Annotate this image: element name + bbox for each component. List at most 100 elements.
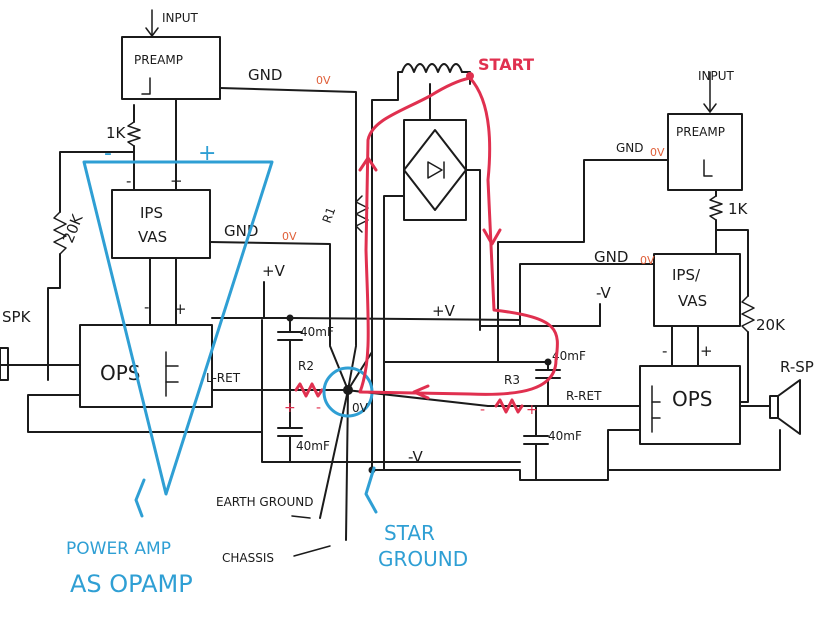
- right-ops-plus: +: [700, 342, 713, 360]
- right-preamp-label: PREAMP: [676, 125, 725, 139]
- start-label: START: [478, 55, 534, 74]
- bridge-plus-out: [465, 169, 481, 331]
- left-1k-label: 1K: [106, 124, 127, 142]
- left-speaker-label: SPK: [2, 308, 32, 326]
- transformer-secondary-left: [371, 71, 403, 471]
- right-1k-resistor: [709, 195, 723, 221]
- minus-v-rail-left: [261, 319, 521, 463]
- left-preamp-gnd-wire: [219, 87, 357, 346]
- left-feedback-wire-bottom: [47, 253, 61, 381]
- right-preamp-box: [667, 113, 743, 191]
- chassis-pointer: [293, 545, 331, 557]
- gnd-right-mid-label: GND: [594, 248, 628, 266]
- r3-minus: -: [480, 402, 485, 418]
- r3-resistor: [494, 398, 524, 414]
- left-feedback-wire-top: [59, 151, 135, 213]
- left-preamp-label: PREAMP: [134, 53, 183, 67]
- power-supply-core: START R1 +V -V: [320, 55, 609, 481]
- chassis-label: CHASSIS: [222, 551, 274, 565]
- minus-v-right-label: -V: [596, 284, 612, 302]
- plus-v-rail-left: [211, 317, 521, 321]
- r2-label: R2: [298, 359, 314, 373]
- left-supply: +V 40mF 40mF R2 + -: [211, 262, 521, 463]
- current-loop-path: [358, 76, 559, 396]
- left-bottom-loop-wire: [27, 394, 263, 433]
- left-ops-minus: -: [144, 298, 149, 316]
- bridge-minus-out: [383, 195, 405, 471]
- left-preamp-box: [121, 36, 221, 100]
- opamp-plus-sign: +: [198, 141, 216, 166]
- opamp-triangle-annotation: [82, 160, 274, 496]
- ov-mid-left-label: 0V: [282, 230, 297, 243]
- left-input-label: INPUT: [162, 11, 199, 25]
- r2-minus: -: [316, 400, 321, 416]
- right-ops-minus: -: [662, 342, 667, 360]
- left-1k-resistor: [127, 121, 141, 147]
- right-20k-label: 20K: [756, 316, 786, 334]
- star-ground-pointer: [364, 466, 378, 514]
- left-speaker: [0, 347, 9, 381]
- right-input-arrowhead: [703, 103, 717, 113]
- chassis-wire: [345, 389, 349, 541]
- right-speaker-label: R-SP: [780, 358, 814, 376]
- bridge-diode-symbol: [427, 161, 443, 179]
- l-ret-label: L-RET: [206, 371, 241, 385]
- current-arrow-up: [358, 156, 378, 172]
- minus-v-bottom-label: -V: [408, 448, 424, 466]
- bridge-rectifier: [403, 119, 467, 221]
- right-preamp-ground-tap: [703, 159, 713, 177]
- right-input-label: INPUT: [698, 69, 735, 83]
- earth-pointer: [291, 515, 311, 519]
- power-amp-label-2: AS OPAMP: [70, 570, 193, 598]
- current-arrow-down: [482, 228, 502, 246]
- ov-right-mid-label: 0V: [640, 254, 655, 267]
- left-ops-plus: +: [174, 300, 187, 318]
- zero-v-star-label: 0V: [352, 401, 369, 415]
- cap4-label: 40mF: [548, 429, 582, 443]
- cap3-label: 40mF: [552, 349, 586, 363]
- gnd-right-top-label: GND: [616, 141, 644, 155]
- right-bottom-loop-wire: [607, 429, 781, 471]
- right-preamp-gnd-wire: [497, 159, 669, 363]
- star-spoke-2: [329, 345, 349, 391]
- earth-ground-wire: [319, 389, 349, 519]
- r-ret-label: R-RET: [566, 389, 602, 403]
- cap2-label: 40mF: [296, 439, 330, 453]
- right-speaker-body: [769, 395, 779, 419]
- right-speaker-cone: [777, 379, 801, 435]
- left-vas-label: VAS: [138, 228, 167, 246]
- left-20k-resistor: [53, 211, 67, 255]
- right-supply: -V 40mF 40mF R3 - +: [345, 284, 612, 481]
- ov-top-label: 0V: [316, 74, 331, 87]
- star-ground-label-2: GROUND: [378, 547, 468, 571]
- right-ips-label: IPS/: [672, 266, 701, 284]
- right-ips-gnd-wire: [519, 263, 655, 327]
- right-20k-resistor: [741, 295, 755, 333]
- right-ips-vas-box: [653, 253, 741, 327]
- r3-label: R3: [504, 373, 520, 387]
- bridge-diamond: [403, 129, 467, 211]
- right-vas-label: VAS: [678, 292, 707, 310]
- opamp-pointer: [134, 478, 146, 518]
- opamp-minus-sign: -: [104, 141, 112, 166]
- current-arrow-left: [412, 384, 430, 400]
- left-20k-label: 20K: [59, 211, 87, 246]
- left-ips-vas-box: [111, 189, 211, 259]
- r1-label: R1: [320, 205, 339, 225]
- right-1k-label: 1K: [728, 200, 749, 218]
- ov-right-top-label: 0V: [650, 146, 665, 159]
- right-feedback-top: [715, 229, 749, 297]
- r2-plus: +: [284, 400, 296, 416]
- left-ips-plus: +: [170, 172, 183, 190]
- transformer-coil: [401, 63, 463, 73]
- power-amp-label-1: POWER AMP: [66, 539, 171, 559]
- left-ips-label: IPS: [140, 204, 163, 222]
- r1-resistor: [355, 195, 369, 233]
- right-feedback-bottom: [739, 331, 749, 403]
- r2-resistor: [294, 382, 324, 398]
- star-ground-area: 0V EARTH GROUND CHASSIS STAR GROUND: [216, 345, 468, 571]
- left-preamp-ground-tap: [141, 77, 151, 95]
- gnd-top-label: GND: [248, 66, 282, 84]
- earth-label: EARTH GROUND: [216, 495, 314, 509]
